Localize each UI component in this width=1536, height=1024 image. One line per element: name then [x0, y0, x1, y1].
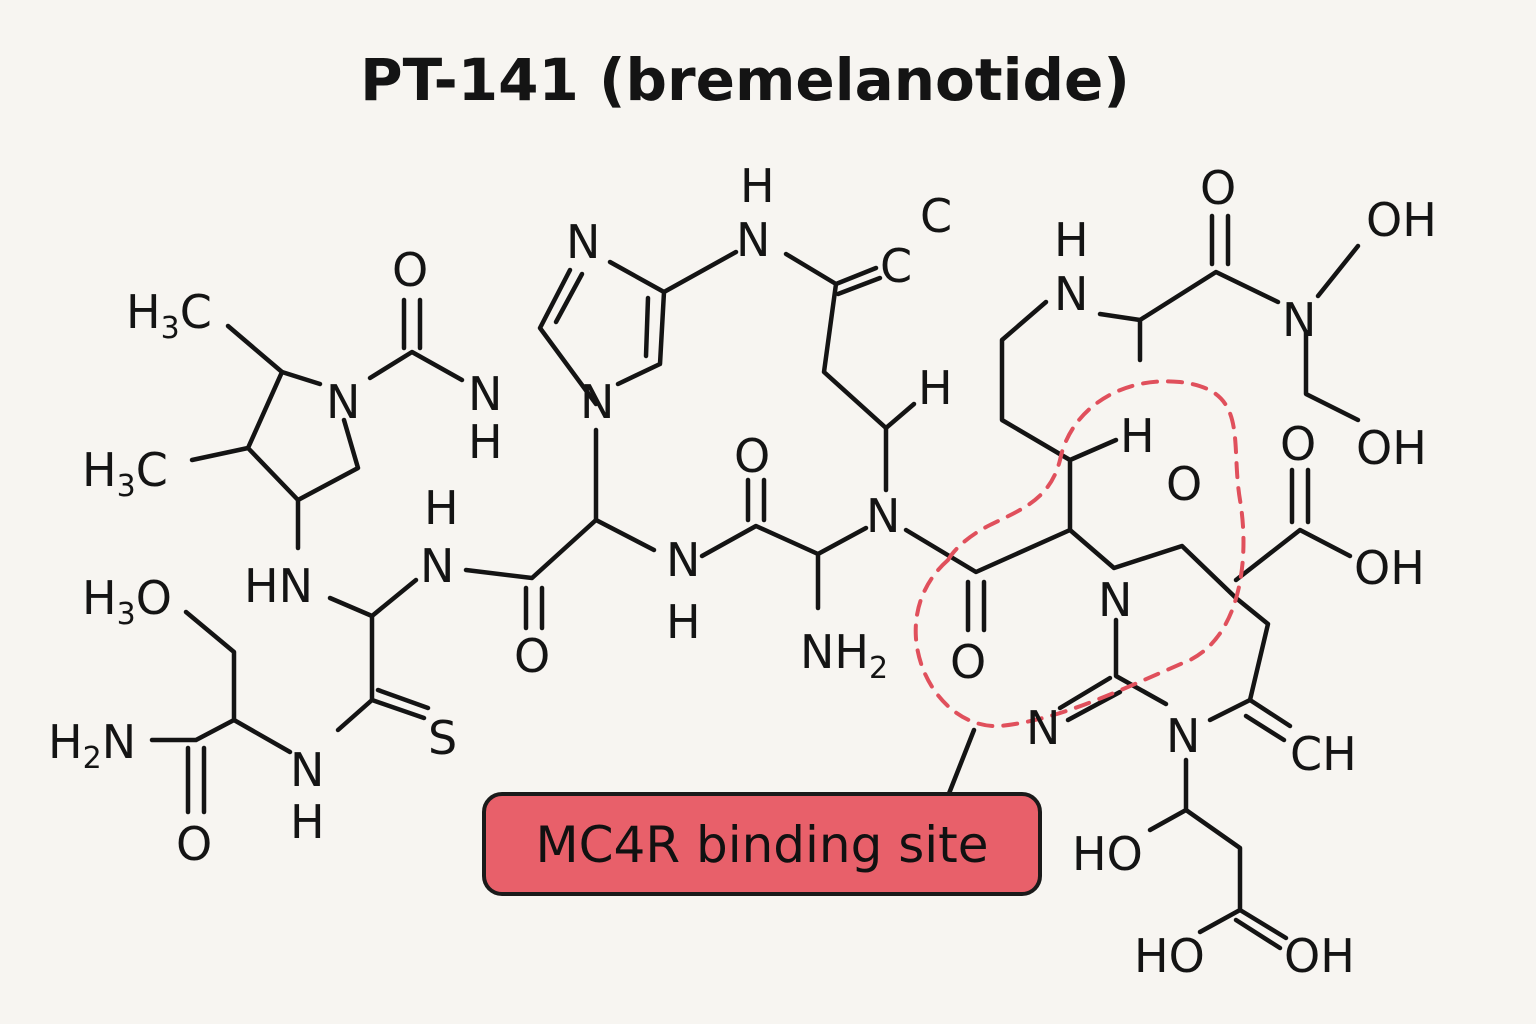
svg-text:OH: OH	[1354, 541, 1425, 595]
svg-text:H: H	[468, 415, 503, 469]
diagram-title: PT-141 (bremelanotide)	[360, 46, 1130, 114]
svg-text:C: C	[920, 189, 952, 243]
svg-text:H: H	[290, 795, 325, 849]
svg-text:H3C: H3C	[126, 285, 212, 346]
svg-text:C: C	[880, 239, 912, 293]
svg-text:H: H	[918, 361, 953, 415]
svg-text:O: O	[514, 629, 550, 683]
svg-text:N: N	[1166, 709, 1200, 763]
svg-text:N: N	[1282, 293, 1316, 347]
binding-site-callout: MC4R binding site	[482, 792, 1042, 896]
svg-text:N: N	[866, 489, 900, 543]
svg-text:HO: HO	[1072, 827, 1143, 881]
svg-text:H: H	[740, 159, 775, 213]
svg-text:N: N	[468, 367, 502, 421]
svg-text:O: O	[392, 243, 428, 297]
svg-text:HN: HN	[244, 559, 313, 613]
svg-text:H: H	[666, 595, 701, 649]
binding-site-outline	[913, 379, 1246, 729]
svg-text:O: O	[734, 429, 770, 483]
svg-text:H3C: H3C	[82, 443, 168, 504]
svg-text:H3O: H3O	[82, 571, 172, 632]
svg-text:O: O	[1200, 161, 1236, 215]
svg-text:O: O	[176, 817, 212, 871]
svg-text:OH: OH	[1284, 929, 1355, 983]
svg-text:N: N	[420, 539, 454, 593]
svg-text:S: S	[428, 711, 457, 765]
svg-text:OH: OH	[1356, 421, 1427, 475]
svg-text:H: H	[1054, 213, 1089, 267]
svg-text:OH: OH	[1366, 193, 1437, 247]
svg-text:N: N	[1098, 573, 1132, 627]
svg-text:N: N	[580, 375, 614, 429]
svg-text:HO: HO	[1134, 929, 1205, 983]
svg-text:NH2: NH2	[800, 625, 888, 686]
svg-text:N: N	[290, 743, 324, 797]
svg-text:N: N	[566, 215, 600, 269]
atom-labels: H3C H3C N O N H HN H N H3O H2N O N H S O…	[48, 159, 1437, 983]
svg-text:N: N	[666, 533, 700, 587]
svg-text:O: O	[950, 635, 986, 689]
svg-text:O: O	[1166, 457, 1202, 511]
svg-text:N: N	[326, 375, 360, 429]
svg-text:N: N	[1054, 267, 1088, 321]
svg-text:N: N	[1026, 701, 1060, 755]
svg-text:H: H	[424, 481, 459, 535]
svg-text:H: H	[1120, 409, 1155, 463]
callout-label: MC4R binding site	[535, 816, 988, 874]
svg-text:CH: CH	[1290, 727, 1357, 781]
svg-text:O: O	[1280, 417, 1316, 471]
svg-text:H2N: H2N	[48, 715, 136, 776]
svg-text:N: N	[736, 213, 770, 267]
bond-skeleton	[149, 213, 1361, 951]
